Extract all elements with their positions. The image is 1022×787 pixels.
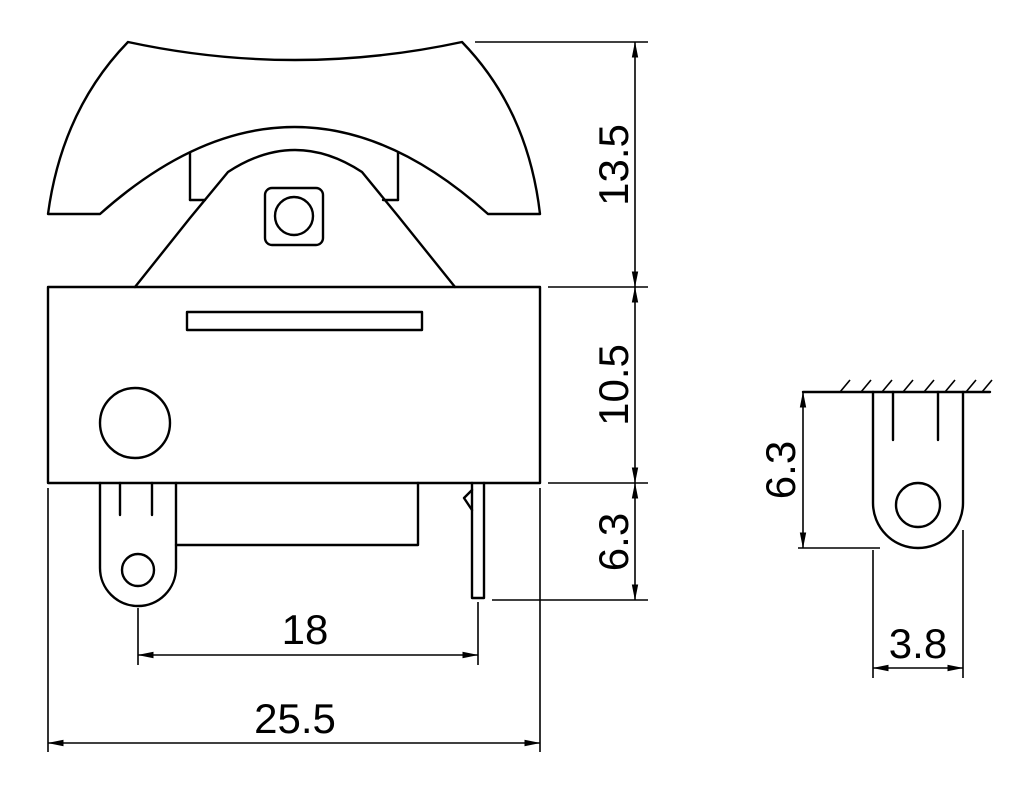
body-rectangle (46, 285, 542, 485)
hatch-mark (860, 379, 872, 393)
hatch-mark (965, 379, 977, 393)
right-blade-tab (462, 488, 474, 512)
left-terminal-outline (98, 481, 178, 608)
hatch-mark (923, 379, 935, 393)
label-rocker-height: 13.5 (590, 124, 637, 206)
left-terminal (98, 481, 178, 608)
pivot-hole (273, 195, 315, 237)
pivot-housing (133, 148, 457, 289)
right-terminal (462, 481, 486, 600)
body-mounting-hole (98, 386, 172, 460)
left-terminal-hole (120, 552, 156, 588)
hatch-mark (902, 379, 914, 393)
label-side-height: 6.3 (757, 441, 804, 499)
side-terminal (871, 390, 965, 550)
side-view: 6.3 3.8 (757, 379, 993, 678)
label-terminal-height: 6.3 (590, 513, 637, 571)
housing-outline (133, 148, 457, 289)
label-body-height: 10.5 (590, 344, 637, 426)
hatch-mark (839, 379, 851, 393)
base-block (174, 481, 420, 547)
hatch-mark (881, 379, 893, 393)
pivot-square (263, 186, 325, 247)
front-view: 13.5 10.5 6.3 18 25.5 (46, 40, 648, 752)
front-dimension-lines (47, 41, 639, 747)
right-blade-outline (470, 481, 486, 600)
body-slot (185, 310, 424, 332)
label-terminal-spacing: 18 (282, 606, 329, 653)
side-terminal-hole (894, 481, 942, 529)
mounting-surface (801, 379, 993, 394)
rocker-outline (46, 40, 542, 216)
side-terminal-outline (871, 390, 965, 550)
label-side-width: 3.8 (889, 620, 947, 667)
front-extension-lines (47, 41, 648, 752)
rocker-actuator (46, 40, 542, 216)
label-overall-width: 25.5 (254, 695, 336, 742)
hatch-mark (981, 379, 993, 393)
switch-body (46, 285, 542, 485)
side-dimension-lines (799, 391, 964, 672)
hatch-mark (944, 379, 956, 393)
side-extension-lines (798, 530, 964, 678)
